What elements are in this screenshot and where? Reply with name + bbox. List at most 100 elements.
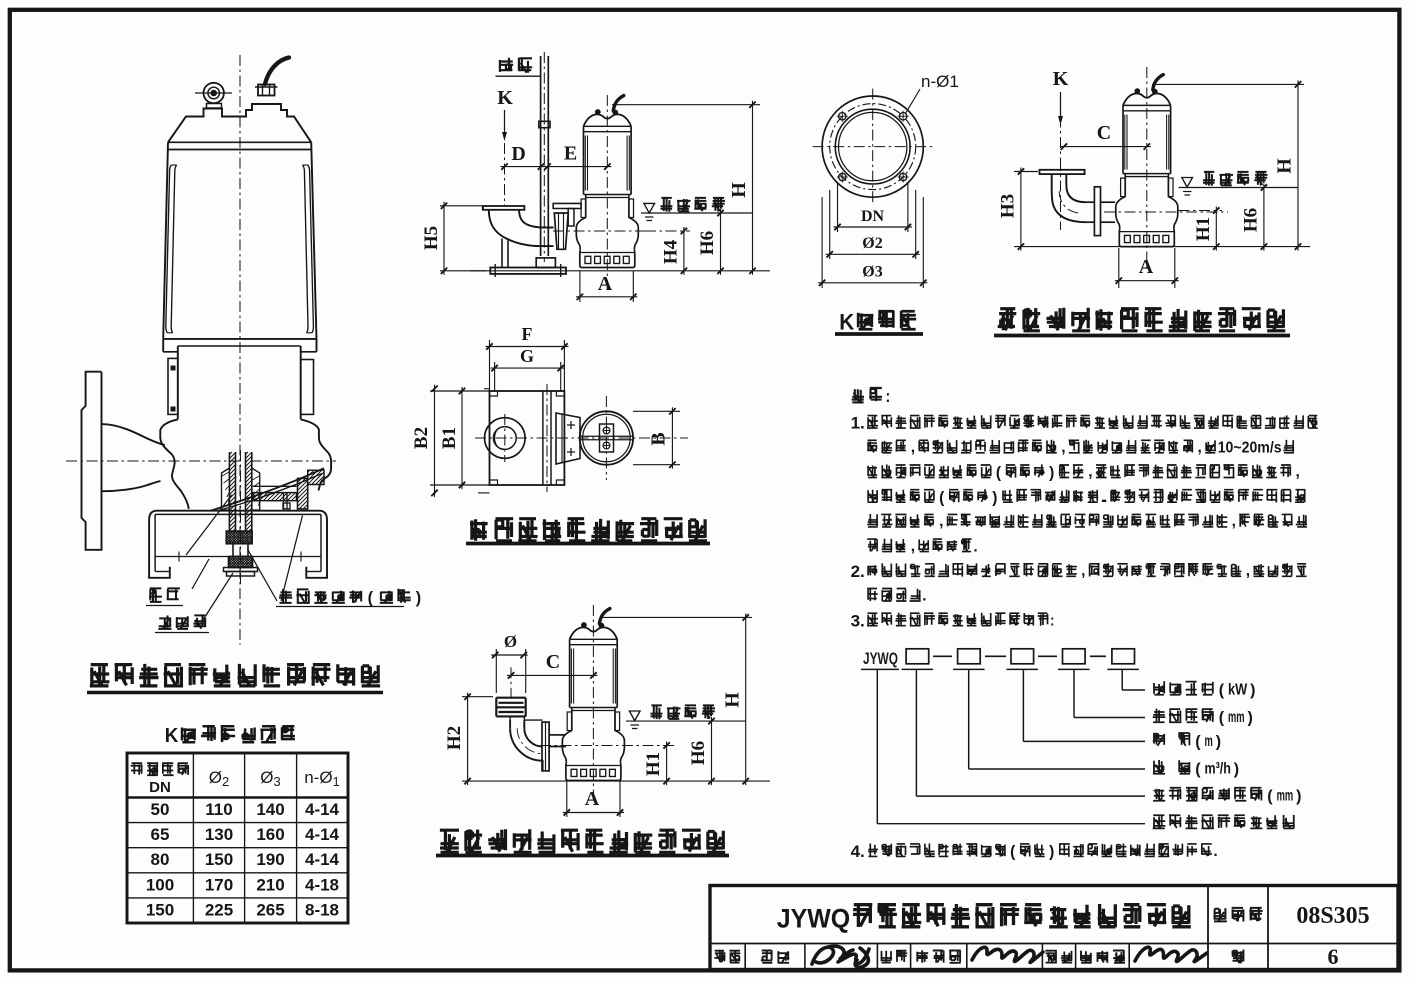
svg-text:4-14: 4-14 [305,825,340,844]
svg-text:140: 140 [256,800,284,819]
svg-text:H: H [728,182,750,198]
svg-text:(: ( [996,465,1002,482]
svg-text:225: 225 [205,900,233,919]
svg-text:): ) [1049,465,1054,482]
svg-text:100: 100 [146,875,174,894]
svg-text:,: , [1088,464,1092,481]
svg-text:H1: H1 [1193,217,1214,241]
svg-text:E: E [564,143,577,165]
svg-text:110: 110 [205,800,232,819]
svg-text:n-Ø1: n-Ø1 [304,768,340,789]
svg-text:m: m [1205,733,1213,750]
svg-text:.: . [973,538,977,555]
svg-text:): ) [416,589,421,607]
svg-text:B: B [648,432,670,445]
svg-text:(: ( [1195,733,1201,750]
svg-text:4-14: 4-14 [305,800,340,819]
svg-text:.: . [1100,489,1109,506]
svg-text:): ) [1049,844,1054,861]
svg-text:210: 210 [256,875,284,894]
svg-text:Ø: Ø [504,632,517,651]
svg-text:65: 65 [151,825,170,844]
svg-text:(: ( [1219,682,1225,699]
svg-text:DN: DN [861,208,885,225]
svg-text:150: 150 [205,850,233,869]
svg-text:.: . [922,588,926,605]
svg-text:mm: mm [1228,709,1245,726]
svg-text:B1: B1 [439,427,460,449]
svg-text:mm: mm [1277,788,1294,805]
svg-text:,: , [1246,563,1250,580]
svg-text:): ) [1248,710,1253,727]
svg-text:K: K [1053,68,1069,90]
svg-text:F: F [522,324,533,344]
svg-text:170: 170 [205,875,233,894]
svg-text:): ) [1234,761,1239,778]
svg-text:m³/h: m³/h [1205,761,1231,778]
svg-text:D: D [511,143,525,165]
svg-text:H6: H6 [688,741,709,765]
svg-text:10~20m/s: 10~20m/s [1218,440,1282,457]
svg-text:C: C [546,651,560,673]
svg-text::: : [886,387,891,406]
svg-text:H6: H6 [697,231,718,255]
svg-text:): ) [1216,733,1221,750]
svg-text:150: 150 [146,900,174,919]
svg-text:K: K [839,310,854,335]
svg-text:(: ( [1010,844,1016,861]
svg-text:(: ( [368,589,374,607]
svg-text:265: 265 [256,900,284,919]
svg-text:(: ( [1267,788,1273,805]
svg-text:G: G [520,346,534,366]
svg-text:K: K [497,87,513,109]
svg-text:4-14: 4-14 [305,850,340,869]
svg-text:H2: H2 [444,726,465,750]
svg-text:,: , [1081,563,1085,580]
svg-text:A: A [585,788,600,810]
svg-text:,: , [911,538,915,555]
svg-text:130: 130 [205,825,233,844]
svg-text:(: ( [1219,710,1225,727]
svg-text:DN: DN [149,779,171,796]
svg-text:2.: 2. [851,562,865,581]
svg-text:.: . [1213,843,1217,860]
svg-text:,: , [1198,439,1202,456]
svg-text:190: 190 [256,850,284,869]
svg-text:,: , [1232,513,1236,530]
svg-text:3.: 3. [851,611,865,630]
svg-text:H3: H3 [998,194,1019,218]
svg-text:,: , [1061,439,1065,456]
svg-text::: : [1050,612,1054,629]
svg-text:160: 160 [256,825,284,844]
svg-text:Ø3: Ø3 [862,264,882,281]
svg-text:C: C [1097,122,1111,144]
svg-text:4-18: 4-18 [305,875,339,894]
svg-text:4.: 4. [851,842,865,861]
svg-text:,: , [939,513,943,530]
svg-text:Ø2: Ø2 [209,768,229,789]
svg-text:8-18: 8-18 [305,900,339,919]
svg-text:n-Ø1: n-Ø1 [921,72,959,91]
svg-text:H: H [722,692,744,708]
svg-text:6: 6 [1328,944,1339,969]
svg-text:Ø3: Ø3 [260,768,280,789]
svg-text:(: ( [1195,761,1201,778]
svg-text:80: 80 [151,850,170,869]
svg-text:): ) [992,489,997,506]
svg-text:A: A [1139,256,1154,278]
svg-text:A: A [598,273,613,295]
svg-text:JYWQ: JYWQ [863,649,898,668]
svg-text:(: ( [939,489,945,506]
svg-text:K: K [165,725,179,747]
svg-text:H4: H4 [661,239,682,264]
svg-text:H: H [1274,158,1296,174]
svg-text:H5: H5 [421,226,442,250]
svg-text:): ) [1250,682,1255,699]
svg-text:,: , [1296,464,1300,481]
svg-text:kW: kW [1228,682,1248,699]
svg-text:JYWQ: JYWQ [777,904,850,934]
svg-text:): ) [1296,788,1301,805]
svg-text:H6: H6 [1241,208,1262,232]
svg-text:1.: 1. [851,414,865,433]
svg-text:,: , [911,439,915,456]
